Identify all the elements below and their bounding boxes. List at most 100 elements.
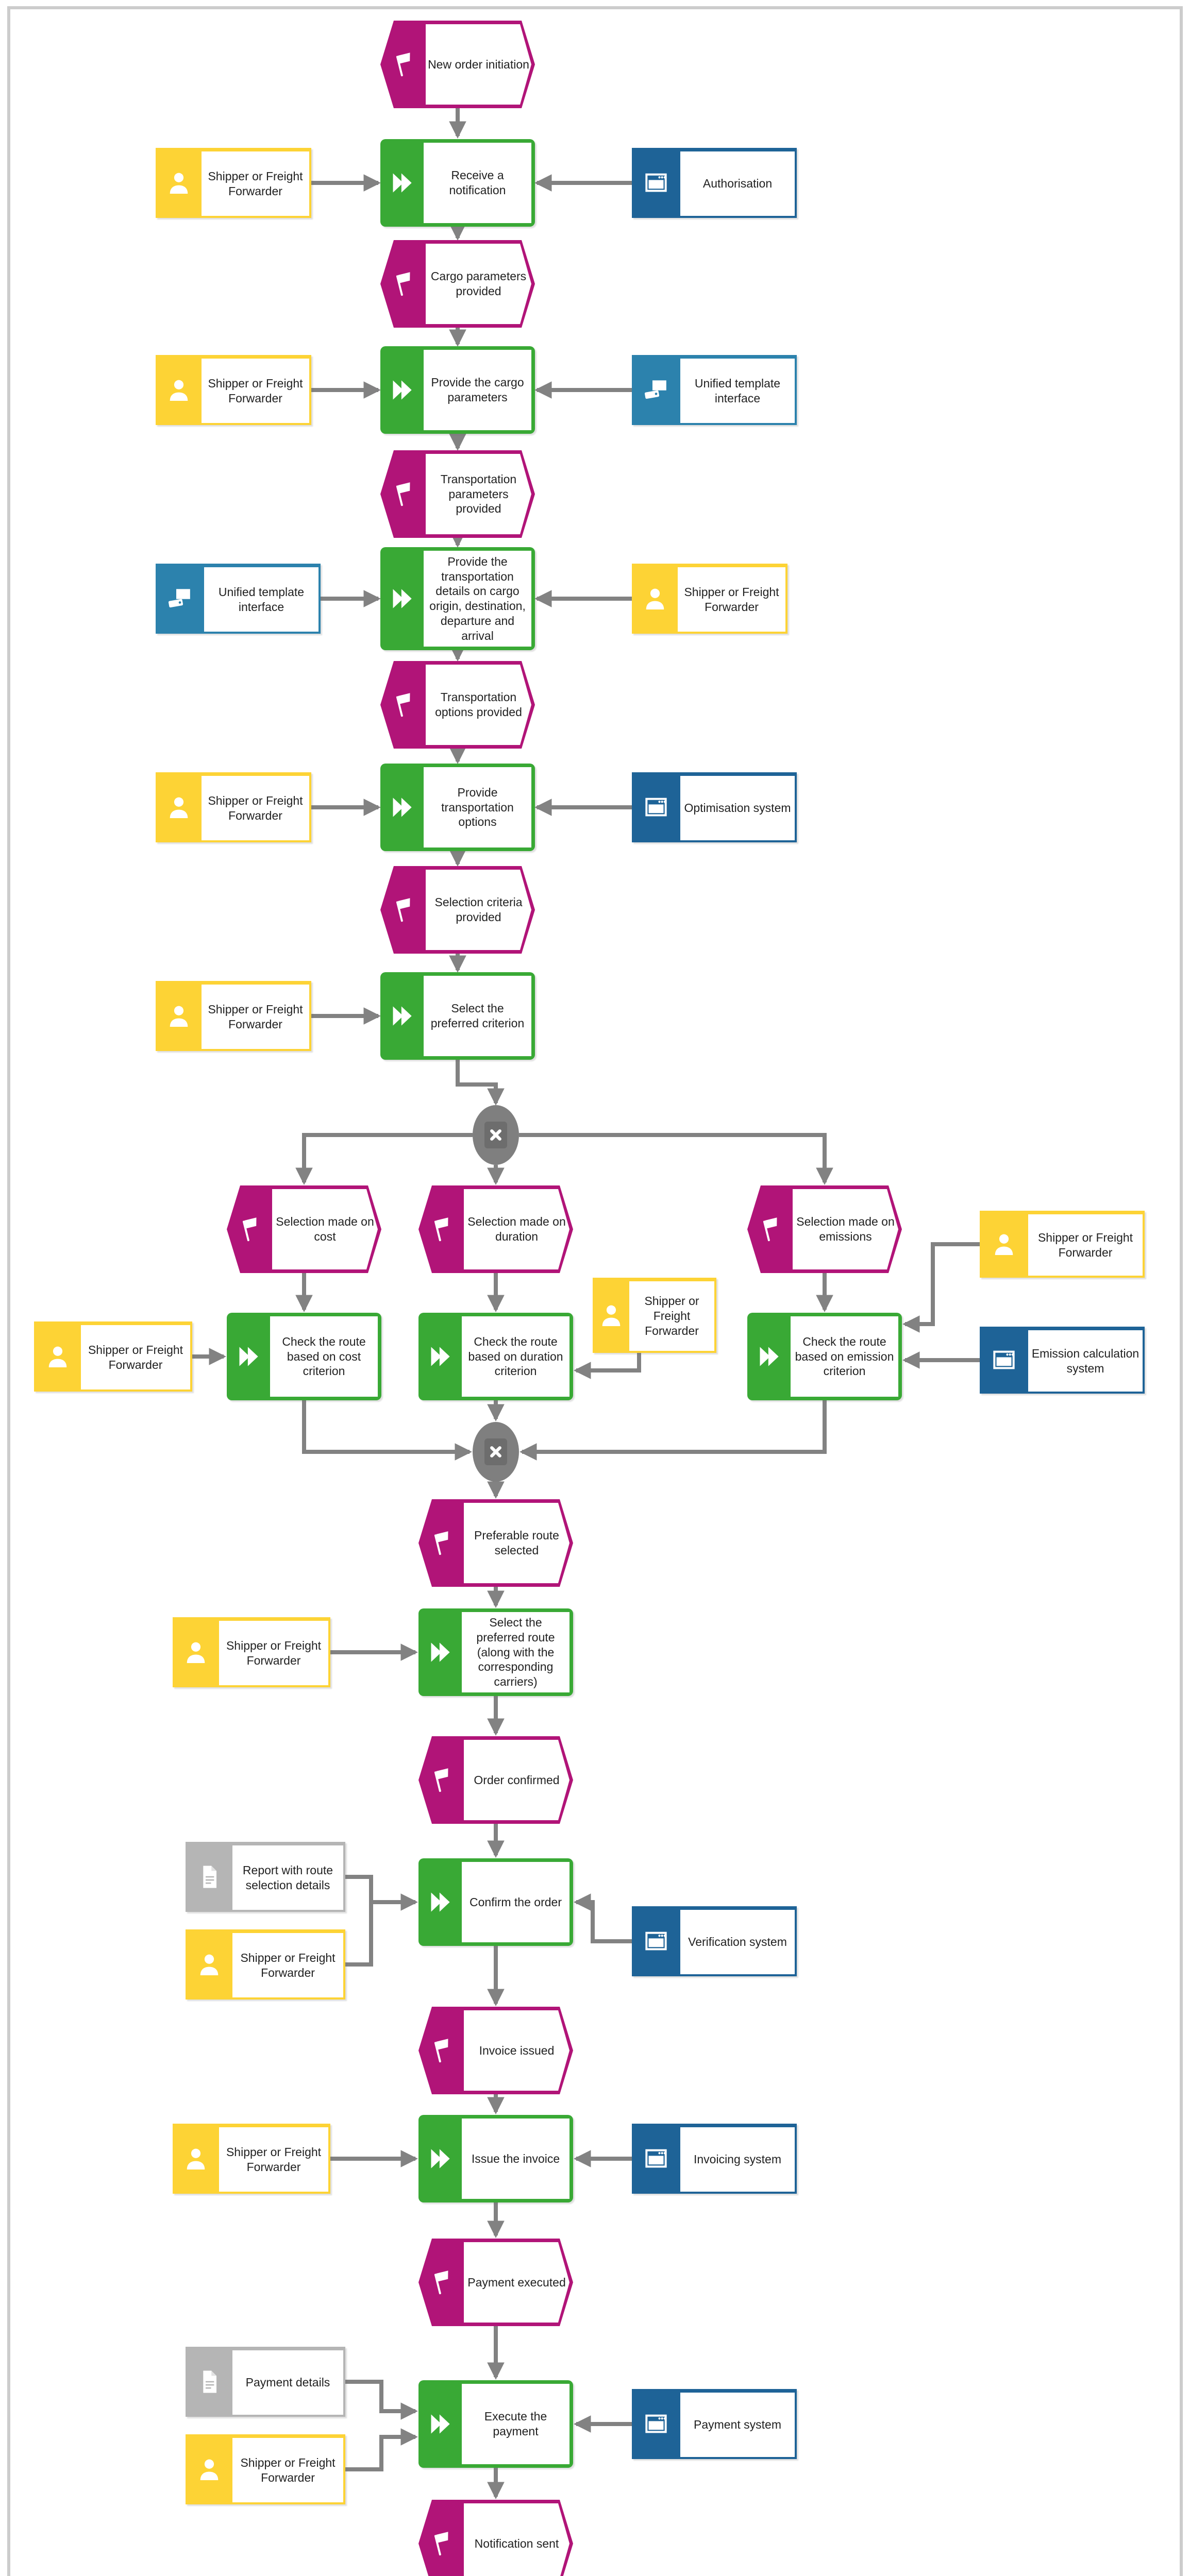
connector-arrow	[295, 1133, 473, 1185]
event-cargo-parameters-provided[interactable]: Cargo parameters provided	[380, 240, 535, 328]
node-label: Provide transportation options	[441, 785, 514, 829]
xor-gateway[interactable]	[473, 1105, 519, 1165]
role-shipper-or-freight-forwarder[interactable]: Shipper or Freight Forwarder	[593, 1278, 716, 1353]
event-selection-made-on-duration[interactable]: Selection made on duration	[418, 1185, 573, 1273]
node-label-area: Optimisation system	[680, 776, 795, 840]
system-verification-system[interactable]: Verification system	[632, 1906, 797, 1976]
event-invoice-issued[interactable]: Invoice issued	[418, 2007, 573, 2094]
system-payment-system[interactable]: Payment system	[632, 2389, 797, 2459]
person-icon	[632, 564, 678, 634]
node-label-area: Shipper or Freight Forwarder	[81, 1325, 190, 1389]
function-check-the-route-based-on-emission-criterion[interactable]: Check the route based on emission criter…	[747, 1313, 902, 1400]
node-label-area: Payment system	[680, 2393, 795, 2457]
function-check-the-route-based-on-duration-criterion[interactable]: Check the route based on duration criter…	[418, 1313, 573, 1400]
node-label: Check the route based on emission criter…	[795, 1334, 894, 1378]
node-label: Receive a notification	[449, 168, 506, 197]
role-shipper-or-freight-forwarder[interactable]: Shipper or Freight Forwarder	[186, 2434, 345, 2504]
node-label-area: Order confirmed	[464, 1740, 569, 1820]
role-shipper-or-freight-forwarder[interactable]: Shipper or Freight Forwarder	[173, 1617, 330, 1687]
document-icon	[186, 1842, 232, 1912]
node-label: Verification system	[688, 1935, 787, 1949]
role-shipper-or-freight-forwarder[interactable]: Shipper or Freight Forwarder	[186, 1929, 345, 1999]
event-new-order-initiation[interactable]: New order initiation	[380, 21, 535, 108]
flag-icon	[384, 21, 426, 108]
connector-arrow	[345, 1875, 418, 1911]
node-label: Selection criteria provided	[434, 895, 523, 924]
system-emission-calculation-system[interactable]: Emission calculation system	[980, 1327, 1145, 1394]
node-label-area: Confirm the order	[462, 1862, 569, 1942]
system-alt-unified-template-interface[interactable]: Unified template interface	[632, 355, 797, 425]
function-check-the-route-based-on-cost-criterion[interactable]: Check the route based on cost criterion	[227, 1313, 381, 1400]
node-label: Provide the cargo parameters	[431, 376, 524, 404]
role-shipper-or-freight-forwarder[interactable]: Shipper or Freight Forwarder	[156, 148, 311, 218]
event-selection-criteria-provided[interactable]: Selection criteria provided	[380, 866, 535, 954]
xor-icon	[484, 1122, 507, 1148]
flag-icon	[423, 1185, 464, 1273]
system-optimisation-system[interactable]: Optimisation system	[632, 772, 797, 842]
node-label-area: Invoice issued	[464, 2010, 569, 2091]
role-shipper-or-freight-forwarder[interactable]: Shipper or Freight Forwarder	[156, 981, 311, 1051]
event-selection-made-on-emissions[interactable]: Selection made on emissions	[747, 1185, 902, 1273]
event-payment-executed[interactable]: Payment executed	[418, 2239, 573, 2326]
node-label: Authorisation	[702, 177, 773, 191]
node-label-area: Invoicing system	[680, 2127, 795, 2192]
node-label-area: Notification sent	[464, 2503, 569, 2576]
node-label: Unified template interface	[694, 376, 781, 405]
person-icon	[186, 2434, 232, 2504]
node-label-area: Check the route based on cost criterion	[270, 1316, 378, 1397]
function-confirm-the-order[interactable]: Confirm the order	[418, 1858, 573, 1946]
node-label-area: Shipper or Freight Forwarder	[202, 985, 309, 1049]
flag-icon	[423, 1499, 464, 1587]
node-label-area: Shipper or Freight Forwarder	[232, 2438, 343, 2502]
node-label-area: Issue the invoice	[462, 2119, 569, 2199]
node-label: Shipper or Freight Forwarder	[88, 1343, 183, 1371]
system-alt-unified-template-interface[interactable]: Unified template interface	[156, 564, 321, 634]
node-label: Selection made on emissions	[796, 1215, 895, 1243]
node-label: Shipper or Freight Forwarder	[226, 1638, 322, 1667]
xor-gateway[interactable]	[473, 1422, 519, 1482]
node-label: Unified template interface	[218, 585, 305, 614]
event-transportation-parameters-provided[interactable]: Transportation parameters provided	[380, 450, 535, 538]
event-transportation-options-provided[interactable]: Transportation options provided	[380, 661, 535, 749]
node-label: Report with route selection details	[242, 1863, 333, 1892]
double-chevron-icon	[747, 1313, 791, 1400]
node-label-area: Shipper or Freight Forwarder	[202, 776, 309, 840]
function-provide-the-cargo-parameters[interactable]: Provide the cargo parameters	[380, 346, 535, 434]
function-receive-a-notification[interactable]: Receive a notification	[380, 139, 535, 227]
node-label-area: Receive a notification	[424, 143, 531, 223]
event-notification-sent[interactable]: Notification sent	[418, 2500, 573, 2576]
person-icon	[593, 1278, 629, 1353]
node-label-area: Shipper or Freight Forwarder	[202, 359, 309, 423]
connector-arrow	[573, 1353, 641, 1379]
role-shipper-or-freight-forwarder[interactable]: Shipper or Freight Forwarder	[980, 1211, 1145, 1278]
person-icon	[980, 1211, 1028, 1278]
node-label-area: Selection made on duration	[464, 1189, 569, 1269]
event-preferable-route-selected[interactable]: Preferable route selected	[418, 1499, 573, 1587]
role-shipper-or-freight-forwarder[interactable]: Shipper or Freight Forwarder	[34, 1321, 192, 1392]
role-shipper-or-freight-forwarder[interactable]: Shipper or Freight Forwarder	[632, 564, 787, 634]
role-shipper-or-freight-forwarder[interactable]: Shipper or Freight Forwarder	[173, 2124, 330, 2194]
flag-icon	[423, 1736, 464, 1824]
person-icon	[186, 1929, 232, 1999]
event-selection-made-on-cost[interactable]: Selection made on cost	[227, 1185, 381, 1273]
node-label-area: Check the route based on duration criter…	[462, 1316, 569, 1397]
function-provide-the-transportation-details-on-cargo-orig[interactable]: Provide the transportation details on ca…	[380, 547, 535, 650]
function-issue-the-invoice[interactable]: Issue the invoice	[418, 2115, 573, 2202]
template-interface-icon	[156, 564, 204, 634]
function-execute-the-payment[interactable]: Execute the payment	[418, 2380, 573, 2468]
document-payment-details[interactable]: Payment details	[186, 2347, 345, 2417]
function-provide-transportation-options[interactable]: Provide transportation options	[380, 764, 535, 851]
document-report-with-route-selection-details[interactable]: Report with route selection details	[186, 1842, 345, 1912]
node-label: Shipper or Freight Forwarder	[226, 2145, 322, 2174]
role-shipper-or-freight-forwarder[interactable]: Shipper or Freight Forwarder	[156, 772, 311, 842]
template-interface-icon	[632, 355, 680, 425]
role-shipper-or-freight-forwarder[interactable]: Shipper or Freight Forwarder	[156, 355, 311, 425]
function-select-the-preferred-criterion[interactable]: Select the preferred criterion	[380, 972, 535, 1060]
app-window-icon	[632, 148, 680, 218]
event-order-confirmed[interactable]: Order confirmed	[418, 1736, 573, 1824]
node-label-area: New order initiation	[426, 24, 531, 105]
system-authorisation[interactable]: Authorisation	[632, 148, 797, 218]
node-label: Cargo parameters provided	[430, 269, 527, 298]
system-invoicing-system[interactable]: Invoicing system	[632, 2124, 797, 2194]
function-select-the-preferred-route-along-with-the-corres[interactable]: Select the preferred route (along with t…	[418, 1608, 573, 1696]
